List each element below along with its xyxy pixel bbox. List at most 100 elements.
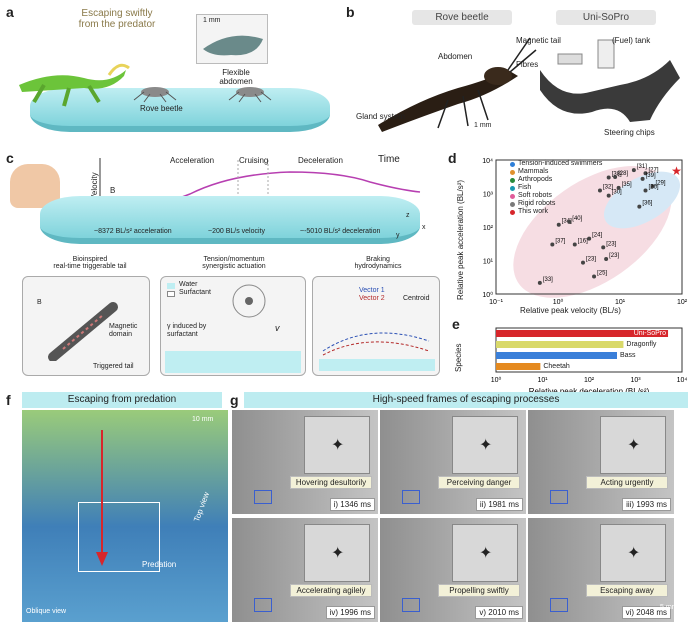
x-tick: 10¹: [615, 299, 626, 306]
predation-photo: 10 mm Predation Oblique view Top view: [22, 410, 228, 622]
robot-silhouette-icon: ✦: [479, 545, 493, 562]
bar-x-tick: 10¹: [537, 377, 548, 384]
frame-target-box: [254, 490, 272, 504]
point-label: [27]: [648, 167, 658, 173]
braking-subpanel: Vector 1 Vector 2 Centroid: [312, 276, 440, 376]
legend-label: Tension-induced swimmers: [518, 160, 603, 167]
box3-title: Braking hydrodynamics: [354, 256, 402, 270]
y-tick: 10²: [483, 225, 494, 232]
frame-zoom-inset: ✦: [600, 416, 666, 474]
legend-entry: Fish: [510, 184, 602, 192]
gamma-note-1: γ induced by: [167, 323, 207, 330]
bar-label: Uni-SoPro: [634, 330, 666, 337]
data-point: [643, 188, 648, 193]
frame-caption: Hovering desultorily: [290, 476, 372, 489]
frame-target-box: [550, 598, 568, 612]
point-label: [24]: [592, 233, 602, 239]
point-label: [23]: [606, 241, 616, 247]
frame-zoom-inset: ✦: [304, 524, 370, 582]
frame-timestamp: ii) 1981 ms: [475, 498, 523, 511]
frame-caption: Accelerating agilely: [290, 584, 372, 597]
bar-x-tick: 10²: [584, 377, 595, 384]
data-point: [637, 204, 642, 209]
legend-label: Soft robots: [518, 192, 552, 199]
point-label: [31]: [637, 164, 647, 170]
magnetic-tail-label: Magnetic tail: [516, 36, 561, 45]
bar-x-tick: 10⁴: [677, 377, 688, 384]
data-point: [592, 274, 597, 279]
panel-g-label: g: [230, 392, 239, 408]
data-point: [537, 280, 542, 285]
y-tick: 10¹: [483, 259, 494, 266]
bar-label: Dragonfly: [626, 341, 656, 348]
predation-label: Predation: [142, 560, 177, 569]
legend-swatch: [510, 201, 515, 207]
bar-frame: [495, 327, 683, 373]
data-point: [604, 256, 609, 261]
data-point: [640, 176, 645, 181]
header-rove-beetle: Rove beetle: [412, 10, 512, 25]
robot-silhouette-icon: ✦: [627, 437, 641, 454]
oblique-view-label: Oblique view: [26, 608, 67, 615]
data-point: [650, 184, 655, 189]
tension-subpanel: Water Surfactant γ induced by surfactant…: [160, 276, 306, 376]
point-label: [26]: [648, 184, 658, 190]
data-point: [572, 242, 577, 247]
scale-5mm: 5 mm: [660, 604, 678, 611]
bar-xlabel: Relative peak deceleration (BL/s²): [529, 387, 650, 396]
robot-silhouette-icon: ✦: [627, 545, 641, 562]
y-tick: 10³: [483, 192, 494, 199]
point-label: [23]: [586, 257, 596, 263]
panel-d-label: d: [448, 150, 457, 166]
point-label: [25]: [597, 270, 607, 276]
point-label: [30]: [612, 190, 622, 196]
bar-x-tick: 10⁰: [491, 376, 502, 384]
panel-c-label: c: [6, 150, 14, 166]
panel-e-label: e: [452, 316, 460, 332]
legend-entry: Tension-induced swimmers: [510, 160, 602, 168]
scatter-frame: [495, 159, 683, 295]
bar: [496, 341, 624, 348]
frame-target-box: [402, 490, 420, 504]
legend-swatch: [510, 177, 515, 183]
point-label: [39]: [646, 173, 656, 179]
point-label: [29]: [656, 180, 666, 186]
tail-illustration: [48, 302, 118, 361]
data-point: [550, 242, 555, 247]
gamma-note-2: surfactant: [167, 331, 198, 338]
bar-label: Cheetah: [543, 363, 570, 370]
swimmers-region: [604, 171, 680, 229]
bar-x-tick: 10³: [630, 377, 641, 384]
legend-label: Arthropods: [518, 176, 553, 183]
water-layer: [165, 351, 301, 373]
frame-target-box: [550, 490, 568, 504]
frame-zoom-inset: ✦: [452, 416, 518, 474]
panel-f-title: Escaping from predation: [22, 392, 222, 408]
domain-label: domain: [109, 331, 132, 338]
legend-entry: Mammals: [510, 168, 602, 176]
bar: [496, 330, 669, 337]
scatter-xlabel: Relative peak velocity (BL/s): [520, 306, 621, 315]
bar-label: Bass: [620, 352, 636, 359]
point-label: [33]: [543, 277, 553, 283]
data-point: [556, 222, 561, 227]
robot-silhouette-icon: ✦: [331, 545, 345, 562]
abdomen-shape: [203, 35, 263, 56]
legend-label: Mammals: [518, 168, 549, 175]
b-field-label: B: [110, 186, 116, 195]
frame-caption: Propelling swiftly: [438, 584, 520, 597]
x-tick: 10⁰: [553, 298, 564, 306]
frame-zoom-inset: ✦: [600, 524, 666, 582]
point-label: [36]: [642, 201, 652, 207]
data-point: [587, 236, 592, 241]
frame-caption: Perceiving danger: [438, 476, 520, 489]
vector2-legend: Vector 2: [359, 295, 385, 302]
bar-ylabel: Species: [454, 343, 463, 372]
header-uni-sopro: Uni-SoPro: [556, 10, 656, 25]
axis-y: y: [396, 232, 400, 239]
legend-swatch: [510, 169, 515, 175]
legend-label: This work: [518, 208, 548, 215]
